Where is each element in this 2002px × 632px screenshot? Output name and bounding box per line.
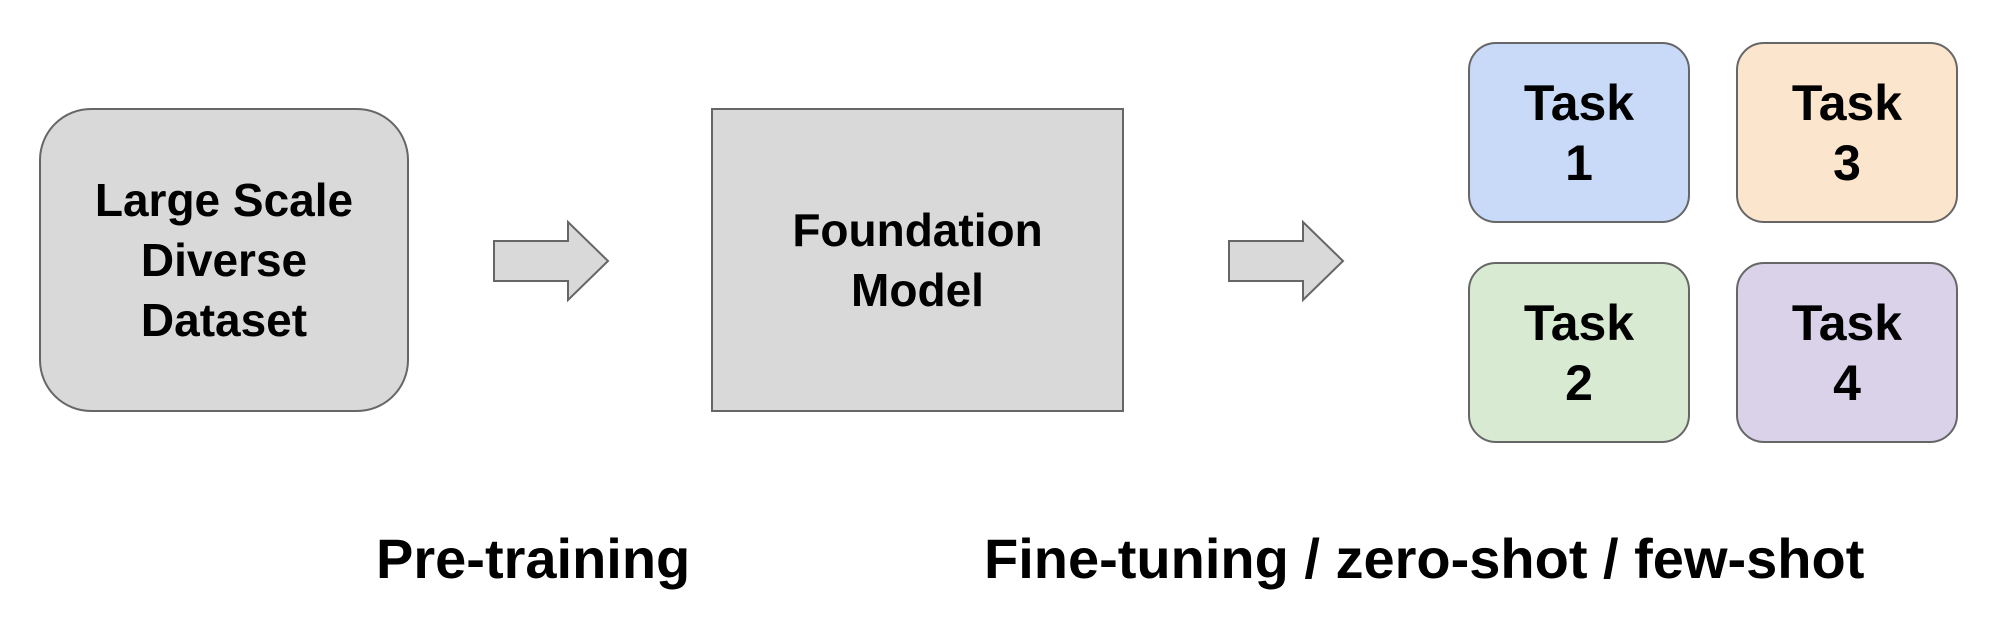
task-4-word: Task — [1791, 294, 1903, 351]
task-4-box: Task 4 — [1736, 262, 1958, 443]
task-3-box: Task 3 — [1736, 42, 1958, 223]
task-2-number: 2 — [1565, 354, 1593, 411]
task-3-word: Task — [1791, 74, 1903, 131]
task-3-number: 3 — [1833, 134, 1861, 191]
dataset-label-line-3: Dataset — [140, 294, 308, 346]
dataset-label-line-2: Diverse — [140, 234, 308, 286]
finetuning-arrow-icon — [1228, 220, 1345, 302]
foundation-model-box: Foundation Model — [711, 108, 1124, 412]
task-1-number: 1 — [1565, 134, 1593, 191]
model-label-line-1: Foundation — [792, 204, 1043, 256]
finetuning-caption: Fine-tuning / zero-shot / few-shot — [984, 527, 1865, 590]
pretraining-arrow-icon — [493, 220, 610, 302]
dataset-label-line-1: Large Scale — [94, 174, 354, 226]
task-2-word: Task — [1523, 294, 1635, 351]
model-label-line-2: Model — [851, 264, 984, 316]
task-1-word: Task — [1523, 74, 1635, 131]
pretraining-caption: Pre-training — [376, 527, 691, 590]
task-1-box: Task 1 — [1468, 42, 1690, 223]
dataset-box: Large Scale Diverse Dataset — [39, 108, 409, 412]
task-2-box: Task 2 — [1468, 262, 1690, 443]
task-4-number: 4 — [1833, 354, 1861, 411]
